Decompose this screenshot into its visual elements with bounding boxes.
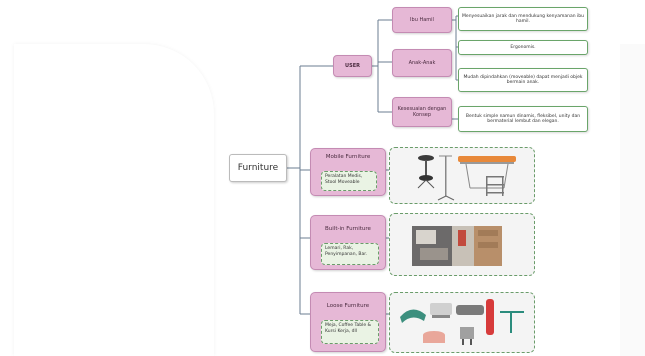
- background-paper-right: [620, 44, 645, 356]
- detail-text: Ergonomis.: [510, 44, 536, 50]
- user-child-label: Anak-Anak: [408, 60, 436, 66]
- root-node-furniture: Furniture: [229, 154, 287, 182]
- user-node: USER: [333, 55, 372, 77]
- user-child-label: Ibu Hamil: [410, 17, 434, 23]
- category-tag: Meja, Coffee Table & Kursi Kerja, dll: [321, 320, 379, 344]
- loose-furniture-images: [389, 292, 535, 353]
- category-title: Loose Furniture: [326, 303, 370, 309]
- user-child-ibu-hamil: Ibu Hamil: [392, 7, 452, 33]
- root-label: Furniture: [237, 163, 279, 173]
- category-builtin-furniture: Built-in Furniture Lemari, Rak, Penyimpa…: [310, 215, 386, 270]
- background-paper: [14, 44, 214, 356]
- detail-ergonomis: Ergonomis.: [458, 40, 588, 55]
- user-child-konsep: Kesesuaian dengan Konsep: [392, 97, 452, 127]
- builtin-furniture-illustration: [412, 226, 502, 266]
- detail-text: Menyesuaikan jarak dan mendukung kenyama…: [462, 13, 584, 25]
- user-child-label: Kesesuaian dengan Konsep: [397, 106, 447, 118]
- category-loose-furniture: Loose Furniture Meja, Coffee Table & Kur…: [310, 292, 386, 352]
- builtin-furniture-images: [389, 213, 535, 276]
- detail-moveable: Mudah dipindahkan (moveable) dapat menja…: [458, 68, 588, 92]
- category-title: Mobile Furniture: [325, 154, 371, 160]
- detail-ibu-hamil: Menyesuaikan jarak dan mendukung kenyama…: [458, 7, 588, 31]
- category-tag: Peralatan Medis, Stool Moveable: [321, 171, 377, 191]
- detail-text: Bentuk simple namun dinamis, fleksibel, …: [465, 113, 581, 125]
- user-label: USER: [345, 63, 360, 69]
- mobile-furniture-images: [389, 147, 535, 204]
- category-title: Built-in Furniture: [325, 226, 371, 232]
- mobile-furniture-illustration: [417, 155, 516, 201]
- detail-konsep: Bentuk simple namun dinamis, fleksibel, …: [458, 106, 588, 132]
- loose-furniture-illustration: [400, 299, 524, 345]
- user-child-anak-anak: Anak-Anak: [392, 49, 452, 77]
- detail-text: Mudah dipindahkan (moveable) dapat menja…: [463, 74, 583, 86]
- category-mobile-furniture: Mobile Furniture Peralatan Medis, Stool …: [310, 148, 386, 196]
- category-tag: Lemari, Rak, Penyimpanan, Bar.: [321, 243, 379, 265]
